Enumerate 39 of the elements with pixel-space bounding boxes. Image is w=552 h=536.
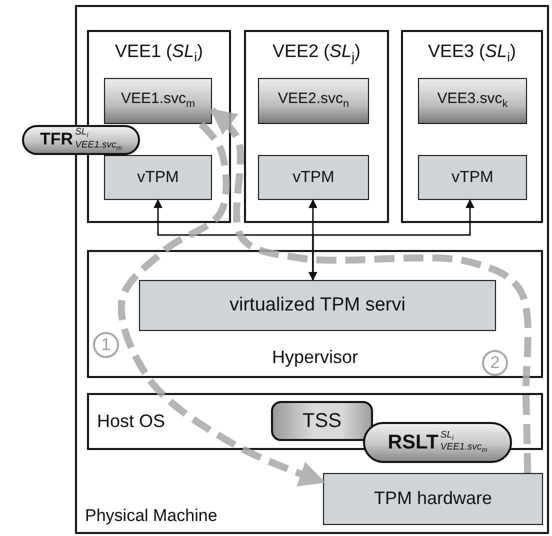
- vtpm-box: [104, 155, 212, 200]
- token-name: TFR: [40, 130, 74, 150]
- vtpm-box: [258, 155, 369, 200]
- node-label: virtualized TPM servi: [230, 295, 406, 316]
- token-index: SL$_{i}$: [440, 430, 455, 442]
- node-label: Hypervisor: [272, 348, 358, 368]
- node-label: TSS: [302, 410, 342, 432]
- tpm-service-box: [139, 280, 496, 331]
- hypervisor-layer: [87, 250, 543, 378]
- dashed-arrow: [118, 121, 326, 486]
- node-label: VEE2.svc$_{n}$: [278, 91, 350, 111]
- node-label: vTPM: [452, 168, 494, 186]
- service-box: [258, 78, 369, 124]
- node-label: VEE1.svc$_{m}$: [120, 91, 196, 111]
- node-label: Host OS: [97, 412, 166, 432]
- token-index: SL$_{i}$: [75, 127, 90, 140]
- node-label: VEE3 (SL$_{i}$): [428, 42, 516, 65]
- node-label: TPM hardware: [374, 489, 492, 509]
- node-label: vTPM: [137, 168, 179, 186]
- machine-frame: [75, 5, 549, 534]
- arrow: [312, 199, 474, 280]
- token-pill: [22, 125, 140, 155]
- arrow: [308, 199, 318, 281]
- node-label: VEE2 (SL$_{j}$): [272, 42, 360, 65]
- node-label: Physical Machine: [85, 507, 218, 526]
- vee-frame: [401, 30, 543, 223]
- token-name: RSLT: [388, 432, 438, 454]
- vee-frame: [244, 30, 389, 223]
- token-pill: [363, 422, 512, 463]
- vtpm-box: [418, 155, 527, 200]
- token-index: VEE1.svc$_{m}$: [440, 442, 488, 456]
- node-label: vTPM: [292, 168, 334, 186]
- tpm-hardware-box: [323, 473, 543, 525]
- node-label: VEE3.svc$_{k}$: [437, 91, 508, 111]
- service-box: [418, 78, 527, 124]
- service-box: [104, 78, 212, 124]
- token-index: VEE1.svc$_{m}$: [75, 140, 122, 153]
- tss-box: [271, 401, 373, 441]
- node-label: VEE1 (SL$_{i}$): [115, 42, 203, 65]
